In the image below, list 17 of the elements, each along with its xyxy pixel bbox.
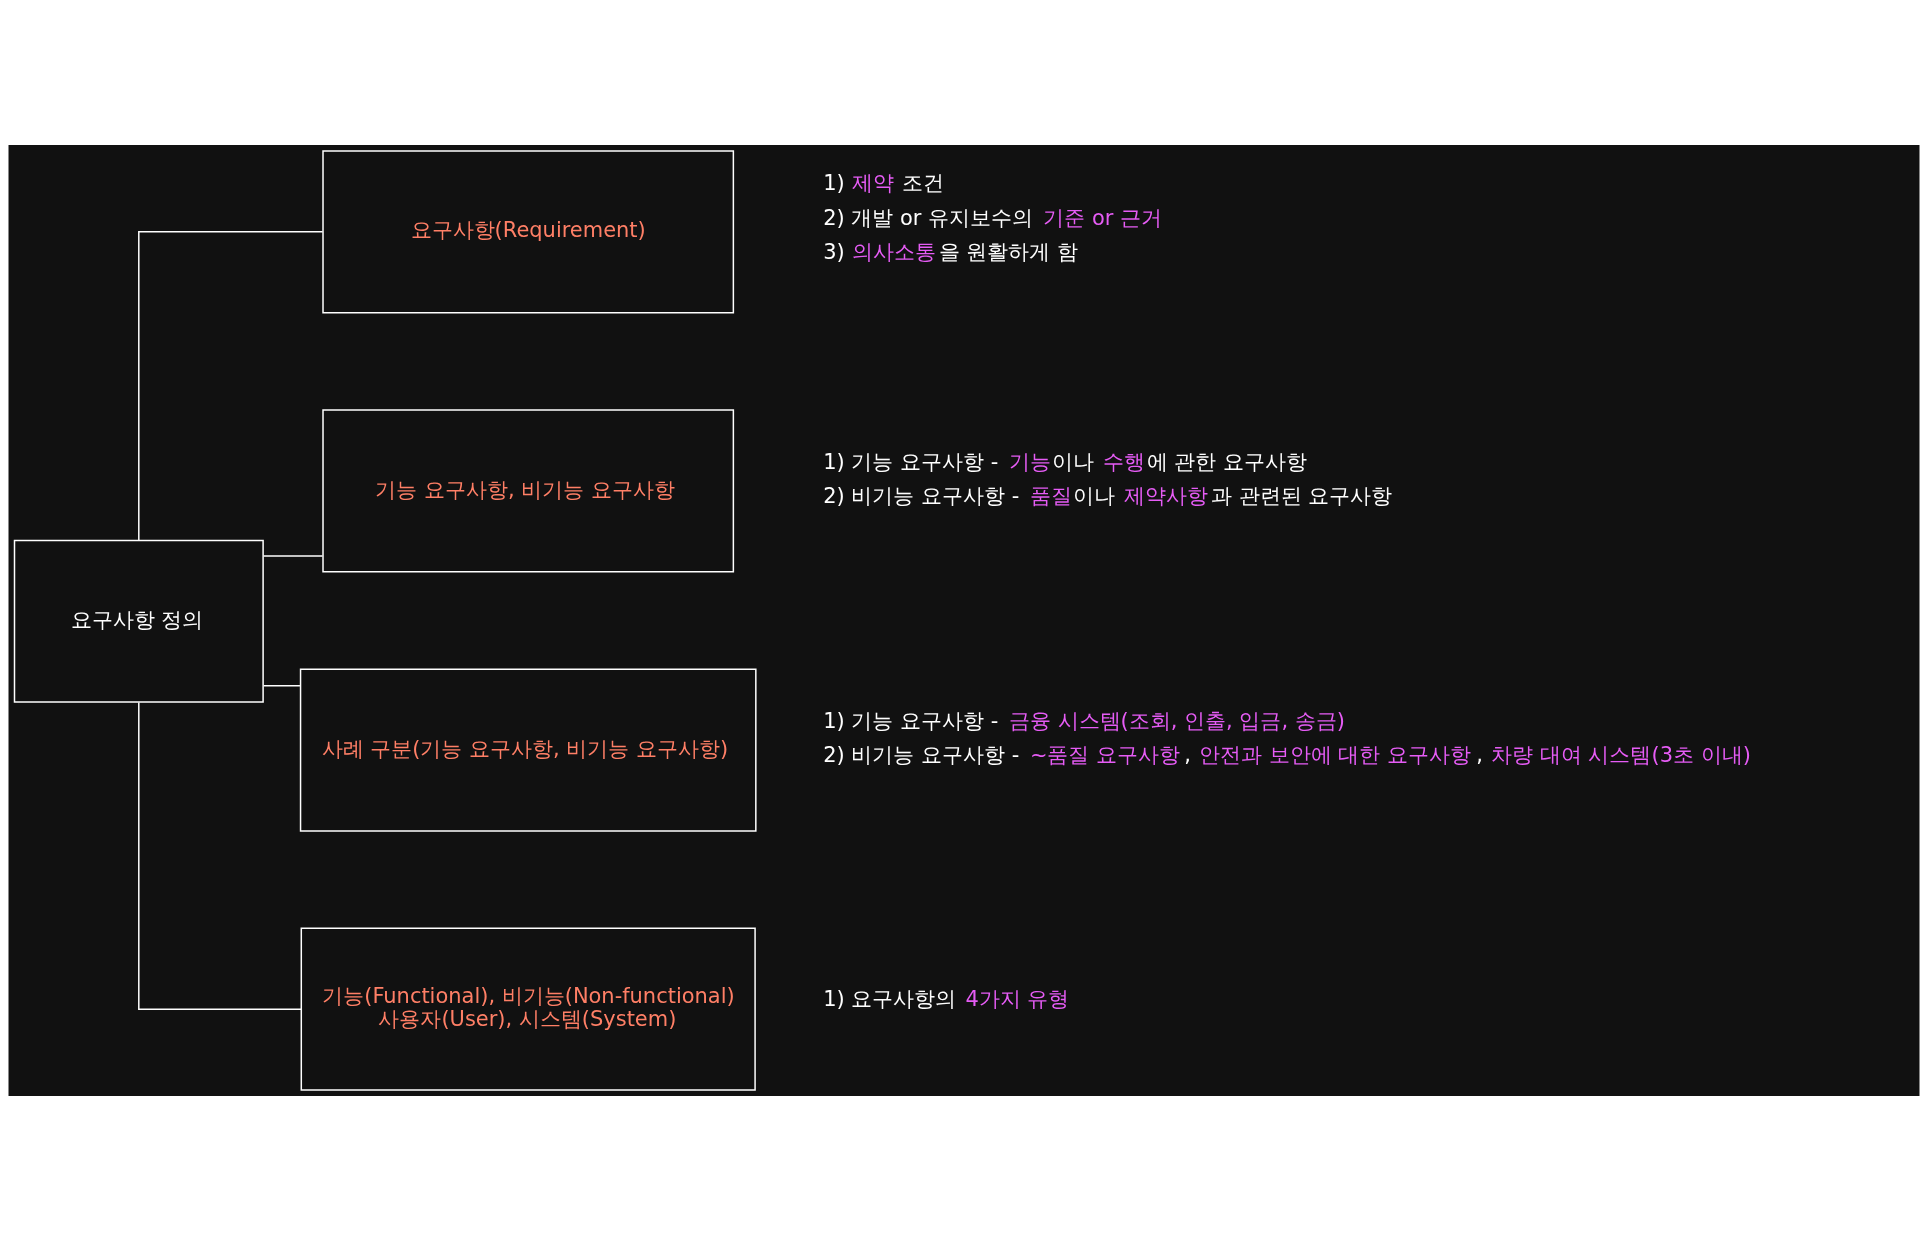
connector (262, 684, 301, 686)
node-label: 2) 비기능 요구사항 - 품질이나 제약사항과 관련된 요구사항 (823, 483, 1393, 508)
node-label: 2) 개발 or 유지보수의 기준 or 근거 (823, 205, 1163, 230)
node-label: 1) 요구사항의 4가지 유형 (823, 986, 1070, 1011)
connector (138, 701, 302, 1010)
node-label: 1) 제약 조건 (823, 170, 944, 195)
node-box: 기능(Functional), 비기능(Non-functional) 사용자(User), 시스템(System) (300, 927, 756, 1091)
node-label: 2) 비기능 요구사항 - ~품질 요구사항, 안전과 보안에 대한 요구사항, 차량 대여 시스템(3초 이내) (823, 742, 1751, 767)
node-box: 요구사항(Requirement) (322, 149, 735, 313)
node-box: 기능 요구사항, 비기능 요구사항 (322, 408, 735, 573)
connector (138, 230, 324, 541)
node-label: 1) 기능 요구사항 - 기능이나 수행에 관한 요구사항 (823, 449, 1308, 474)
connector (262, 554, 324, 557)
node-label: 1) 기능 요구사항 - 금융 시스템(조회, 인출, 입금, 송금) (823, 708, 1345, 733)
node-label: 3) 의사소통을 원활하게 함 (823, 239, 1078, 264)
node-box: 요구사항 정의 (13, 539, 264, 703)
node-box: 사례 구분(기능 요구사항, 비기능 요구사항) (299, 667, 757, 832)
